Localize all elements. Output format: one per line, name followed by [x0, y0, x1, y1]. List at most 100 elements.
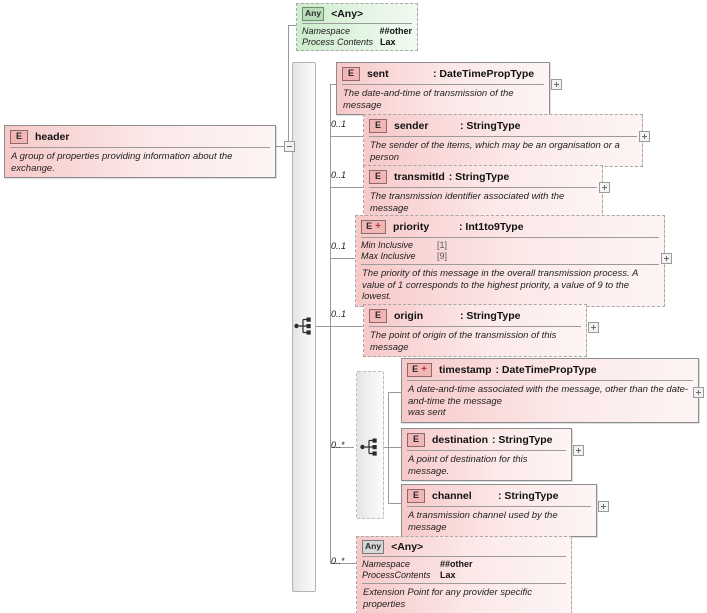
divider — [407, 380, 693, 381]
expand-toggle-transmitid[interactable] — [599, 182, 610, 193]
collapse-toggle-header[interactable] — [284, 141, 295, 152]
property-row: Namespace ##other — [302, 26, 412, 37]
expand-toggle-sender[interactable] — [639, 131, 650, 142]
element-icon-letter: E — [366, 221, 373, 231]
expand-toggle-sent[interactable] — [551, 79, 562, 90]
divider — [10, 147, 270, 148]
property-row: ProcessContents Lax — [362, 570, 566, 581]
connector-choice-bus-upper — [388, 392, 389, 447]
divider — [362, 556, 566, 557]
element-sent-type: : DateTimePropType — [433, 67, 535, 80]
element-channel-name: channel — [432, 489, 472, 502]
element-header-name: header — [35, 130, 70, 143]
element-transmitid-title: E transmitId : StringType — [364, 166, 602, 187]
facet-value: [1] — [437, 240, 448, 250]
divider — [407, 450, 566, 451]
element-priority-type: : Int1to9Type — [459, 220, 524, 233]
connector-choice-bus-lower — [388, 447, 389, 503]
expand-toggle-destination[interactable] — [573, 445, 584, 456]
divider — [302, 23, 412, 24]
expand-toggle-channel[interactable] — [598, 501, 609, 512]
connector-branch-priority — [330, 258, 356, 259]
sequence-icon — [294, 316, 316, 336]
element-icon-letter: E — [412, 364, 419, 374]
element-origin-description: The point of origin of the transmission … — [370, 330, 557, 353]
connector-seq-trunk — [316, 326, 330, 327]
element-header[interactable]: E header A group of properties providing… — [4, 125, 276, 178]
property-label: Namespace — [362, 559, 411, 569]
element-sender[interactable]: E sender : StringType The sender of the … — [363, 114, 643, 167]
element-icon: E — [10, 129, 28, 144]
element-icon: E+ — [407, 362, 432, 377]
any-bottom-description: Extension Point for any provider specifi… — [363, 587, 532, 610]
connector-branch-transmitid — [330, 187, 368, 188]
element-icon: E — [407, 432, 425, 447]
element-transmitid-name: transmitId — [394, 170, 445, 183]
cardinality-priority: 0..1 — [331, 241, 347, 251]
element-sender-type: : StringType — [460, 119, 521, 132]
element-transmitid-type: : StringType — [448, 170, 510, 183]
element-channel-title: E channel : StringType — [402, 485, 596, 506]
connector-branch-origin — [330, 326, 368, 327]
element-header-description: A group of properties providing informat… — [11, 151, 233, 174]
element-destination-description: A point of destination for this message. — [408, 454, 528, 477]
facet-row: Max Inclusive [9] — [361, 251, 659, 262]
any-top-properties: Namespace ##other Process Contents Lax — [297, 24, 417, 50]
connector-seq-bus-upper — [330, 84, 331, 326]
facet-value: [9] — [437, 251, 448, 261]
element-priority-facets: Min Inclusive [1] Max Inclusive [9] — [356, 238, 664, 264]
element-icon: E — [369, 169, 387, 184]
element-sent-name: sent — [367, 67, 389, 80]
property-row: Namespace ##other — [362, 559, 566, 570]
connector-to-top-any — [288, 25, 298, 26]
element-origin-type: : StringType — [460, 309, 521, 322]
property-value: ##other — [379, 26, 412, 36]
element-icon-plus: + — [421, 363, 427, 375]
any-element-top[interactable]: Any <Any> Namespace ##other Process Cont… — [296, 3, 418, 51]
element-icon: E+ — [361, 219, 386, 234]
element-priority-name: priority — [393, 220, 430, 233]
expand-toggle-timestamp[interactable] — [693, 387, 704, 398]
element-timestamp-type: : DateTimePropType — [495, 363, 597, 376]
element-icon: E — [369, 308, 387, 323]
facet-label: Min Inclusive — [361, 240, 414, 250]
element-destination[interactable]: E destination : StringType A point of de… — [401, 428, 572, 481]
property-value: Lax — [440, 570, 456, 580]
element-transmitid[interactable]: E transmitId : StringType The transmissi… — [363, 165, 603, 218]
property-row: Process Contents Lax — [302, 37, 412, 48]
divider — [369, 326, 581, 327]
any-top-title: Any <Any> — [297, 4, 417, 23]
element-priority-description: The priority of this message in the over… — [362, 268, 638, 302]
element-priority[interactable]: E+ priority : Int1to9Type Min Inclusive … — [355, 215, 665, 307]
expand-toggle-priority[interactable] — [661, 253, 672, 264]
element-icon-plus: + — [375, 220, 381, 232]
property-value: ##other — [440, 559, 473, 569]
element-channel[interactable]: E channel : StringType A transmission ch… — [401, 484, 597, 537]
divider — [361, 237, 659, 238]
choice-sequence-icon — [360, 437, 382, 457]
connector-branch-choice — [330, 447, 354, 448]
element-transmitid-description: The transmission identifier associated w… — [370, 191, 565, 214]
expand-toggle-origin[interactable] — [588, 322, 599, 333]
property-label: Namespace — [302, 26, 351, 36]
element-origin-name: origin — [394, 309, 424, 322]
any-element-bottom[interactable]: Any <Any> Namespace ##other ProcessConte… — [356, 536, 572, 613]
element-origin[interactable]: E origin : StringType The point of origi… — [363, 304, 587, 357]
connector-header-to-toggle — [276, 146, 284, 147]
choice-compositor-container[interactable] — [356, 371, 384, 519]
cardinality-choice-group: 0..* — [331, 440, 345, 450]
cardinality-origin: 0..1 — [331, 309, 347, 319]
element-origin-title: E origin : StringType — [364, 305, 586, 326]
element-sent[interactable]: E sent : DateTimePropType The date-and-t… — [336, 62, 550, 115]
connector-branch-timestamp — [388, 392, 402, 393]
element-icon: E — [342, 66, 360, 81]
element-timestamp[interactable]: E+ timestamp : DateTimePropType A date-a… — [401, 358, 699, 423]
element-header-title: E header — [5, 126, 275, 147]
element-channel-type: : StringType — [498, 489, 559, 502]
element-sent-title: E sent : DateTimePropType — [337, 63, 549, 84]
any-top-name: <Any> — [331, 7, 364, 20]
any-icon: Any — [362, 539, 385, 554]
element-sent-description: The date-and-time of transmission of the… — [343, 88, 514, 111]
divider — [369, 187, 597, 188]
facet-label: Max Inclusive — [361, 251, 416, 261]
